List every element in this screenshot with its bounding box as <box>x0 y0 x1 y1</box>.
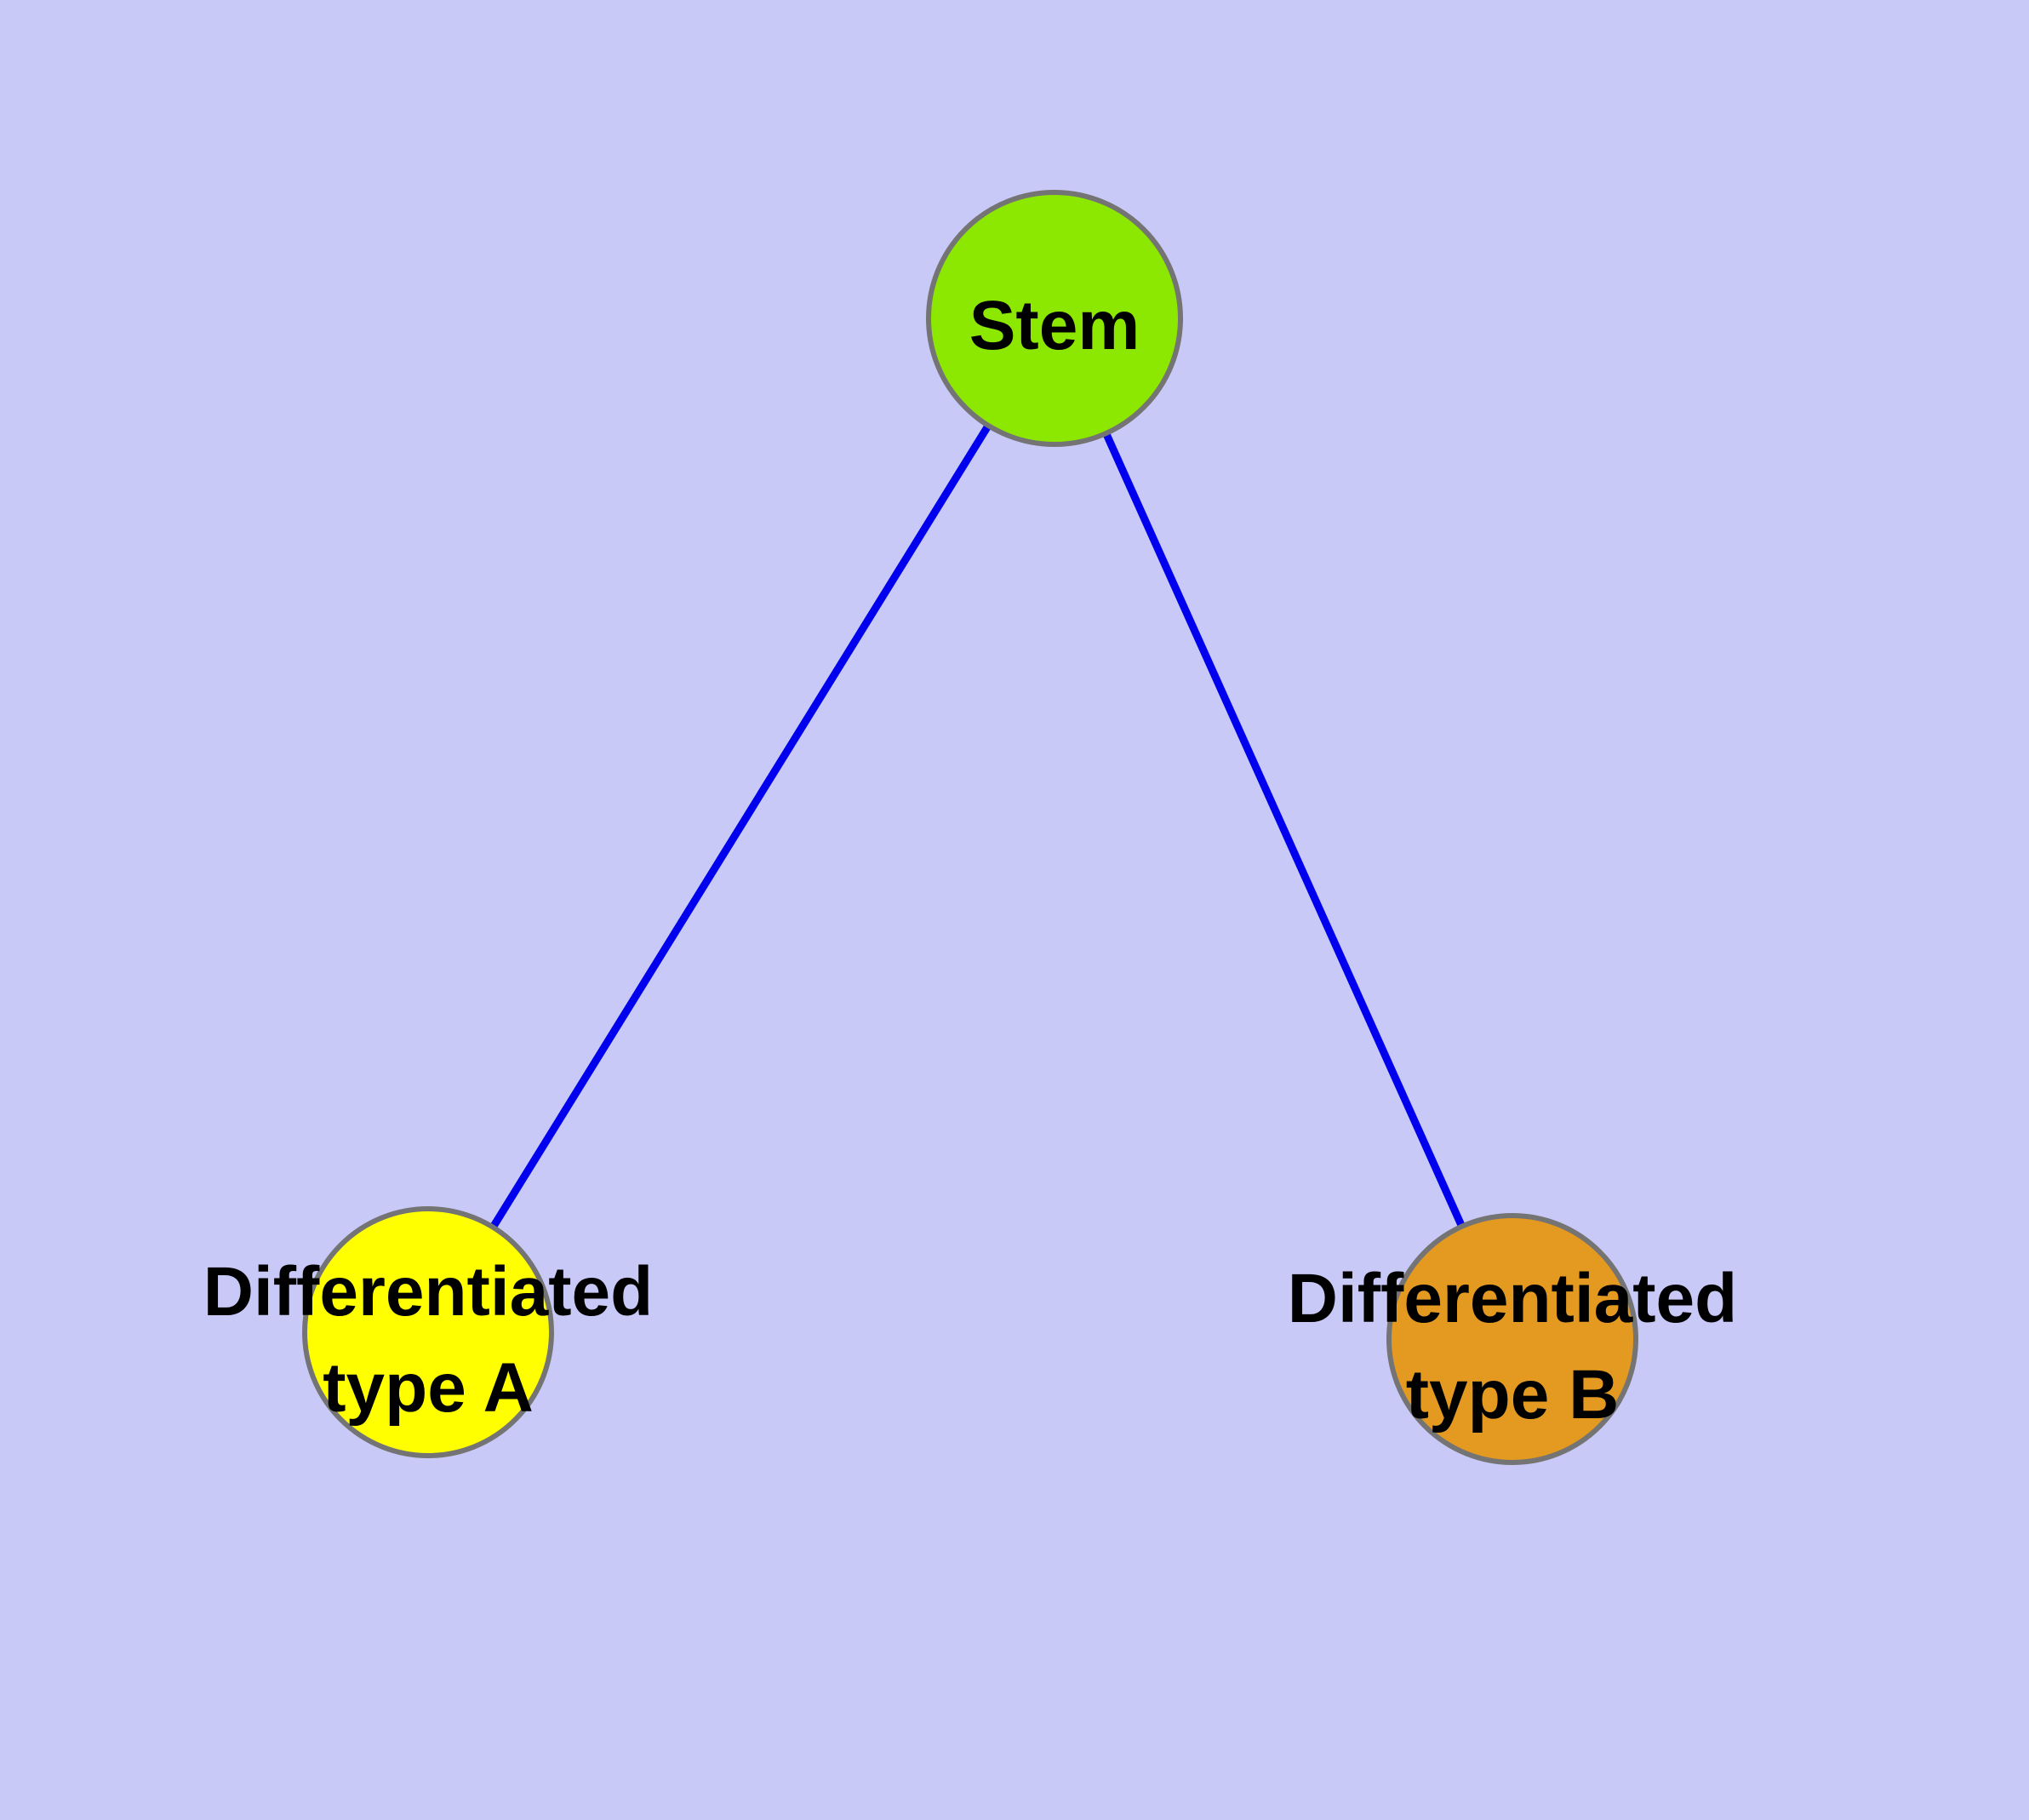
node-stem-label: Stem <box>969 287 1140 364</box>
node-differentiated-type-b-label-line1: Differentiated <box>1288 1260 1738 1337</box>
edge-stem-to-type-a <box>425 316 1058 1335</box>
node-differentiated-type-a-label-line2: type A <box>323 1349 534 1427</box>
node-differentiated-type-b-label-line2: type B <box>1406 1356 1620 1434</box>
node-stem[interactable]: Stem <box>926 190 1183 447</box>
node-differentiated-type-b[interactable]: Differentiated type B <box>1288 1213 1738 1465</box>
node-differentiated-type-a[interactable]: Differentiated type A <box>203 1206 654 1458</box>
node-differentiated-type-b-circle[interactable] <box>1386 1213 1638 1465</box>
node-stem-circle[interactable] <box>926 190 1183 447</box>
edge-stem-to-type-b <box>1050 317 1517 1341</box>
node-differentiated-type-a-label-line1: Differentiated <box>203 1253 654 1331</box>
node-differentiated-type-a-circle[interactable] <box>302 1206 554 1458</box>
